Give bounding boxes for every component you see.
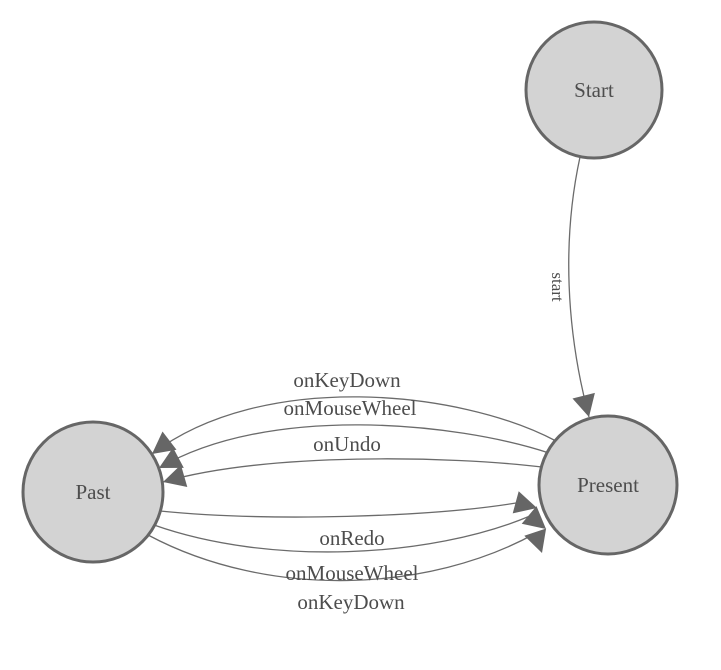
edge-label-onmousewheel-bottom: onMouseWheel xyxy=(286,561,419,585)
node-present: Present xyxy=(537,414,679,556)
arrowhead-present-onkeydown xyxy=(524,528,547,553)
edge-label-onmousewheel-top: onMouseWheel xyxy=(284,396,417,420)
node-start: Start xyxy=(524,20,664,160)
node-present-label: Present xyxy=(577,473,639,497)
edge-past-present-onredo xyxy=(159,502,517,518)
arrowhead-past-onundo xyxy=(163,464,188,487)
arrowhead-group xyxy=(152,392,595,553)
edge-label-onkeydown-bottom: onKeyDown xyxy=(297,590,405,614)
edge-group xyxy=(147,156,590,582)
edge-past-present-onkeydown xyxy=(147,532,537,582)
edge-label-onkeydown-top: onKeyDown xyxy=(293,368,401,392)
edge-past-present-onmousewheel xyxy=(153,515,531,553)
node-past-label: Past xyxy=(75,480,110,504)
edge-label-onundo: onUndo xyxy=(313,432,381,456)
node-start-circle xyxy=(524,20,664,160)
arrowhead-present-onmousewheel xyxy=(521,506,546,529)
edge-start-present xyxy=(568,156,590,418)
node-group: Start Present Past xyxy=(21,20,679,564)
arrowhead-past-onkeydown xyxy=(152,431,177,454)
edge-label-group: start onKeyDown onMouseWheel onUndo onRe… xyxy=(284,272,567,614)
edge-present-past-onundo xyxy=(162,458,543,483)
arrowhead-present-onredo xyxy=(512,491,537,514)
edge-label-onredo: onRedo xyxy=(319,526,384,550)
node-past-circle xyxy=(21,420,165,564)
node-present-circle xyxy=(537,414,679,556)
node-start-label: Start xyxy=(574,78,614,102)
edge-label-start: start xyxy=(548,272,567,302)
edge-present-past-onkeydown xyxy=(151,396,557,455)
edge-present-past-onmousewheel xyxy=(158,424,550,469)
arrowhead-past-onmousewheel xyxy=(159,447,184,468)
arrowhead-start-present xyxy=(572,392,595,417)
node-past: Past xyxy=(21,420,165,564)
